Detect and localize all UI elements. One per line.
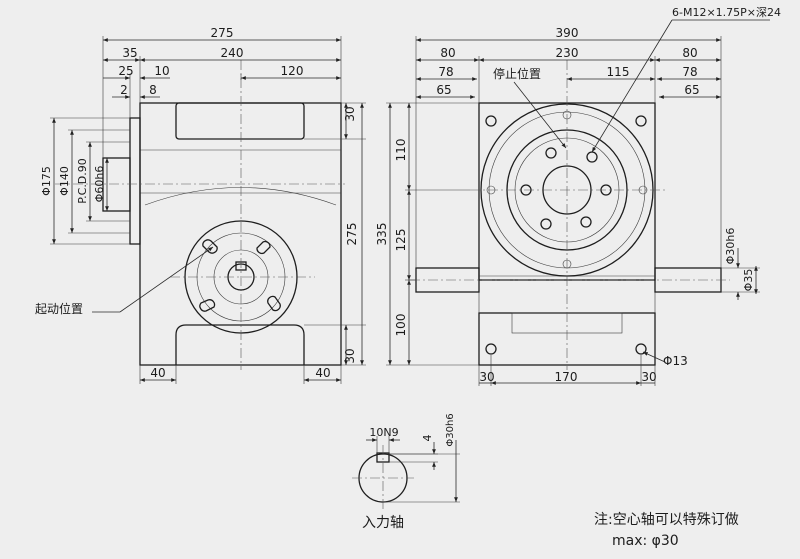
dim-8: 8 [149,83,157,97]
dim-40-left: 40 [150,366,165,380]
left-housing-outline [139,102,342,366]
dim-phi60h6: Φ60h6 [93,166,106,203]
dim-78-right: 78 [682,65,697,79]
dim-335: 335 [375,223,389,246]
keyway-depth: 4 [421,435,434,442]
dim-115: 115 [607,65,630,79]
dim-230: 230 [556,46,579,60]
dim-30-bottom: 30 [343,348,357,363]
right-view: 390 80 230 80 78 115 78 65 65 6-M12×1.75… [375,6,781,386]
dim-40-right: 40 [315,366,330,380]
dim-65-right: 65 [684,83,699,97]
footnote-line1: 注:空心轴可以特殊订做 [594,512,739,528]
dim-25: 25 [118,64,133,78]
shaft-detail: 10N9 4 Φ30h6 入力轴 [352,413,460,531]
footnote: 注:空心轴可以特殊订做 max: φ30 [594,512,739,549]
shaft-caption: 入力轴 [362,515,404,531]
left-bottom-slot [175,324,305,365]
dim-240: 240 [221,46,244,60]
dim-120: 120 [281,64,304,78]
dim-phi140: Φ140 [58,166,71,196]
dim-pcd90: P.C.D.90 [76,158,89,204]
dim-phi30h6-right: Φ30h6 [724,228,737,265]
dim-390: 390 [556,26,579,40]
footnote-line2: max: φ30 [612,533,679,549]
dim-170: 170 [555,370,578,384]
tapped-hole-callout: 6-M12×1.75P×深24 [672,6,781,19]
dim-80-right: 80 [682,46,697,60]
dim-10: 10 [154,64,169,78]
dim-phi35: Φ35 [742,269,755,292]
dim-phi175: Φ175 [40,166,53,196]
dim-35: 35 [122,46,137,60]
dim-65-left: 65 [436,83,451,97]
dim-30-bottom-left: 30 [479,370,494,384]
stop-position-label: 停止位置 [493,66,541,81]
shaft-diameter: Φ30h6 [445,413,456,446]
dim-275-vertical: 275 [345,223,359,246]
start-position-label: 起动位置 [35,301,83,316]
dim-80-left: 80 [440,46,455,60]
dim-275: 275 [211,26,234,40]
mount-hole-callout: Φ13 [663,354,688,368]
dim-78-left: 78 [438,65,453,79]
dim-30-bottom-right: 30 [641,370,656,384]
dim-2: 2 [120,83,128,97]
dim-110: 110 [394,139,408,162]
dim-100: 100 [394,314,408,337]
dim-30-top: 30 [343,106,357,121]
dim-125: 125 [394,229,408,252]
left-view: 275 35 240 25 10 120 2 8 Φ175 Φ140 P.C.D… [35,26,366,384]
left-top-slot [175,102,305,140]
keyway-width: 10N9 [369,426,398,439]
left-boss [129,117,141,245]
